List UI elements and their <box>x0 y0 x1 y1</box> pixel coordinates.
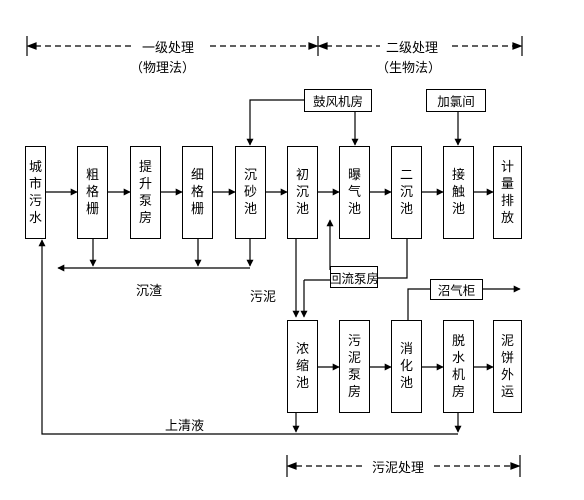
sludge-transfer-lines <box>292 219 408 318</box>
coarse-screen-label: 粗格栅 <box>85 168 99 217</box>
lift-pump-box: 提升泵房 <box>130 146 161 239</box>
supernatant-label: 上清液 <box>165 419 205 434</box>
sludge-label: 污泥 <box>250 290 277 305</box>
contact-tank-label: 接触池 <box>451 168 465 217</box>
lift-pump-label: 提升泵房 <box>138 159 152 226</box>
biogas-holder-box: 沼气柜 <box>430 279 483 300</box>
city-sewage-box: 城市污水 <box>25 146 46 239</box>
grit-chamber-label: 沉砂池 <box>243 168 257 217</box>
dewatering-label: 脱水机房 <box>451 333 465 400</box>
secondary-clarifier-label: 二沉池 <box>399 168 413 217</box>
grit-chamber-box: 沉砂池 <box>235 146 266 239</box>
secondary-section-bracket <box>317 36 523 56</box>
screenings-label: 沉渣 <box>136 284 163 299</box>
return-pump-box: 回流泵房 <box>329 266 380 288</box>
thickener-box: 浓缩池 <box>287 320 318 413</box>
primary-clarifier-box: 初沉池 <box>287 146 318 239</box>
fine-screen-label: 细格栅 <box>190 168 204 217</box>
aeration-tank-box: 曝气池 <box>339 146 370 239</box>
return-pump-label: 回流泵房 <box>329 270 380 286</box>
screenings-collection-lines <box>57 238 254 272</box>
chlorination-room-box: 加氯间 <box>426 89 486 112</box>
city-sewage-label: 城市污水 <box>28 159 42 226</box>
supernatant-return-line <box>38 239 462 435</box>
sludge-section-bracket <box>286 455 521 477</box>
secondary-clarifier-box: 二沉池 <box>391 146 422 239</box>
contact-tank-box: 接触池 <box>443 146 474 239</box>
blower-room-box: 鼓风机房 <box>304 89 372 112</box>
digester-box: 消化池 <box>391 320 422 413</box>
dewatering-box: 脱水机房 <box>443 320 474 413</box>
primary-section-subtitle: （物理法） <box>130 61 196 76</box>
sludge-pump-box: 污泥泵房 <box>339 320 370 413</box>
chlorination-room-label: 加氯间 <box>437 94 475 109</box>
coarse-screen-box: 粗格栅 <box>77 146 108 239</box>
thickener-label: 浓缩池 <box>295 342 309 391</box>
primary-clarifier-label: 初沉池 <box>295 168 309 217</box>
biogas-line <box>407 285 521 320</box>
biogas-holder-label: 沼气柜 <box>437 283 476 298</box>
metered-discharge-label: 计量排放 <box>500 159 514 226</box>
cake-transport-box: 泥饼外运 <box>493 320 522 413</box>
sludge-section-title: 污泥处理 <box>368 457 429 476</box>
sludge-pump-label: 污泥泵房 <box>347 333 361 400</box>
metered-discharge-box: 计量排放 <box>493 146 522 239</box>
secondary-section-subtitle: （生物法） <box>376 61 442 76</box>
secondary-section-title: 二级处理 <box>382 37 443 56</box>
primary-section-bracket <box>26 36 319 56</box>
cake-transport-label: 泥饼外运 <box>500 333 514 400</box>
blower-room-label: 鼓风机房 <box>312 94 363 109</box>
digester-label: 消化池 <box>399 342 413 391</box>
primary-section-title: 一级处理 <box>138 37 199 56</box>
aeration-tank-label: 曝气池 <box>347 168 361 217</box>
fine-screen-box: 细格栅 <box>182 146 213 239</box>
